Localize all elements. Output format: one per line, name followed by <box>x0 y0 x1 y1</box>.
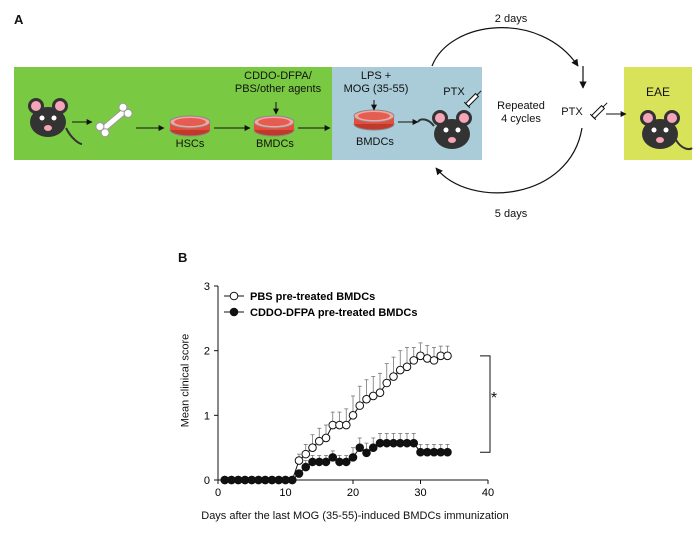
data-point <box>402 362 412 372</box>
data-point <box>314 436 324 446</box>
data-point <box>348 411 358 420</box>
panel-b-label: B <box>178 250 188 265</box>
x-tick-label: 30 <box>414 487 426 499</box>
data-point <box>328 453 338 462</box>
y-tick-label: 0 <box>204 475 210 487</box>
interval-bottom-label: 5 days <box>494 208 528 220</box>
x-axis-title: Days after the last MOG (35-55)-induced … <box>201 510 509 522</box>
syringe-icon <box>463 90 482 109</box>
bmdc-label: BMDCs <box>256 138 294 150</box>
mouse-icon <box>640 110 680 149</box>
x-tick-label: 10 <box>279 487 291 499</box>
legend-marker <box>229 307 239 317</box>
mouse-icon <box>432 110 472 149</box>
petri-dish-icon <box>253 115 295 137</box>
outcome-label: EAE <box>645 85 670 99</box>
hsc-label: HSCs <box>175 138 205 150</box>
data-point <box>443 447 452 457</box>
x-tick-label: 0 <box>215 487 221 499</box>
x-tick-label: 20 <box>347 487 359 499</box>
y-tick-label: 2 <box>204 346 210 358</box>
ptx-label: PTX <box>443 86 465 98</box>
data-point <box>375 388 385 397</box>
panel-a-label: A <box>14 12 24 27</box>
interval-top-label: 2 days <box>494 13 528 25</box>
data-point <box>321 457 331 467</box>
data-point <box>287 475 297 485</box>
y-tick-label: 1 <box>204 410 210 422</box>
x-tick-label: 40 <box>482 487 494 499</box>
repeat-label: Repeated 4 cycles <box>497 100 545 125</box>
panel-a-diagram <box>28 27 693 194</box>
data-point <box>341 457 351 467</box>
treatment-label: CDDO-DFPA/ PBS/other agents <box>234 70 322 95</box>
data-point <box>355 443 365 452</box>
data-point <box>294 469 304 478</box>
data-point <box>294 456 304 465</box>
bone-icon <box>95 102 133 138</box>
data-point <box>321 433 331 443</box>
ptx-label: PTX <box>561 106 583 118</box>
legend-label: CDDO-DFPA pre-treated BMDCs <box>250 307 417 319</box>
data-point <box>308 443 317 452</box>
syringe-icon <box>589 102 608 121</box>
data-point <box>301 462 311 472</box>
data-point <box>348 453 358 462</box>
data-point <box>368 391 378 401</box>
data-point <box>395 365 405 375</box>
data-point <box>362 394 371 404</box>
data-point <box>409 356 419 365</box>
data-point <box>382 378 392 388</box>
stim-bmdc-label: BMDCs <box>356 136 394 148</box>
legend-label: PBS pre-treated BMDCs <box>250 291 375 303</box>
mouse-icon <box>28 98 68 137</box>
stimulation-label: LPS + MOG (35-55) <box>343 70 409 95</box>
legend-marker <box>229 291 239 301</box>
data-point <box>443 351 452 361</box>
petri-dish-icon <box>353 109 395 131</box>
data-point <box>355 401 365 410</box>
data-point <box>389 372 398 381</box>
significance-bracket <box>480 355 491 453</box>
y-axis-title: Mean clinical score <box>179 333 192 428</box>
green-box <box>14 67 332 160</box>
data-point <box>368 443 378 452</box>
petri-dish-icon <box>169 115 211 137</box>
data-point <box>409 438 419 448</box>
data-point <box>301 449 311 459</box>
y-tick-label: 3 <box>204 281 210 293</box>
data-point <box>362 448 371 458</box>
data-point <box>429 356 439 365</box>
data-point <box>341 420 351 430</box>
significance-marker: * <box>490 390 498 407</box>
